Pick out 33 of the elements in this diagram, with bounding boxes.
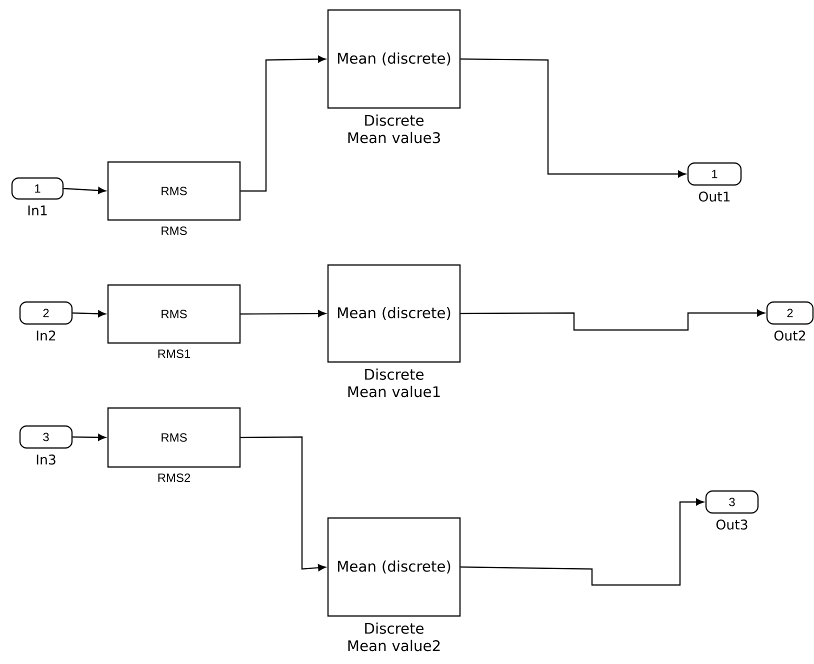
block-label: In3 <box>36 454 56 465</box>
arrow <box>72 434 106 441</box>
arrow <box>240 56 326 192</box>
arrow <box>72 310 106 318</box>
block-label: RMS1 <box>158 350 190 358</box>
block-label: In2 <box>36 330 56 340</box>
rms-block: RMS <box>107 284 241 344</box>
block-label: In1 <box>28 206 47 216</box>
mean-block: Mean (discrete) <box>327 517 461 617</box>
port-block: 3 <box>705 490 759 514</box>
block-label: RMS <box>162 226 187 236</box>
port-block: 1 <box>11 177 64 200</box>
arrow <box>64 187 106 194</box>
block-label: Discrete Mean value1 <box>348 368 440 398</box>
block-label: Out1 <box>698 192 730 202</box>
rms-block: RMS <box>107 161 241 221</box>
block-label: Discrete Mean value2 <box>348 622 440 652</box>
port-block: 2 <box>19 301 73 325</box>
block-label: Out3 <box>716 520 748 530</box>
arrow <box>240 310 326 318</box>
mean-block: Mean (discrete) <box>327 264 461 363</box>
arrow <box>460 58 686 178</box>
block-label: Out2 <box>774 330 805 341</box>
rms-block: RMS <box>107 407 241 468</box>
arrow <box>460 498 704 586</box>
arrow <box>460 310 765 331</box>
block-label: RMS2 <box>158 474 190 482</box>
arrow <box>240 436 326 572</box>
port-block: 2 <box>766 301 814 325</box>
port-block: 3 <box>19 425 73 449</box>
block-label: Discrete Mean value3 <box>348 114 440 144</box>
mean-block: Mean (discrete) <box>327 9 461 109</box>
port-block: 1 <box>687 162 742 186</box>
